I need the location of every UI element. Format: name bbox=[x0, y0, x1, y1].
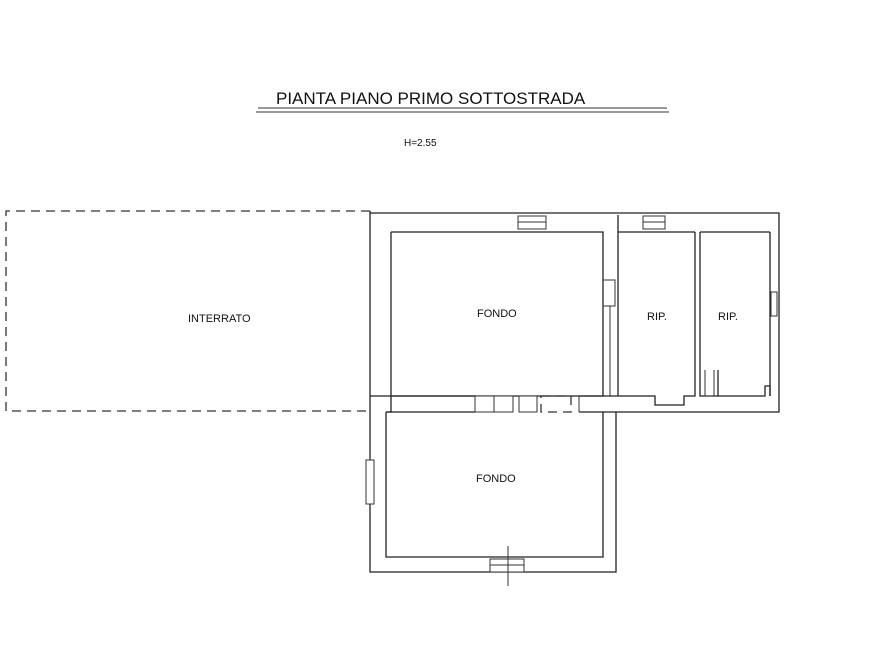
door-opening-2 bbox=[518, 395, 538, 413]
room-label-interrato: INTERRATO bbox=[188, 313, 251, 325]
plan-title: PIANTA PIANO PRIMO SOTTOSTRADA bbox=[276, 89, 586, 108]
room-label-rip-1: RIP. bbox=[647, 311, 667, 323]
room-fondo-upper: FONDO bbox=[477, 215, 616, 396]
room-label-fondo-lower: FONDO bbox=[476, 473, 516, 485]
room-label-fondo-upper: FONDO bbox=[477, 308, 517, 320]
partition-walls bbox=[617, 215, 771, 396]
height-note: H=2.55 bbox=[404, 138, 437, 149]
room-fondo-lower: FONDO bbox=[365, 412, 604, 586]
door-opening-3 bbox=[540, 395, 572, 413]
middle-wall bbox=[370, 395, 618, 413]
room-rip-2: RIP. bbox=[699, 291, 778, 397]
window-right-rip-2 bbox=[770, 291, 778, 317]
window-left-fondo-lower bbox=[365, 459, 375, 505]
room-rip-1: RIP. bbox=[618, 215, 696, 406]
room-label-rip-2: RIP. bbox=[718, 311, 738, 323]
interrato-area: INTERRATO bbox=[5, 210, 370, 412]
